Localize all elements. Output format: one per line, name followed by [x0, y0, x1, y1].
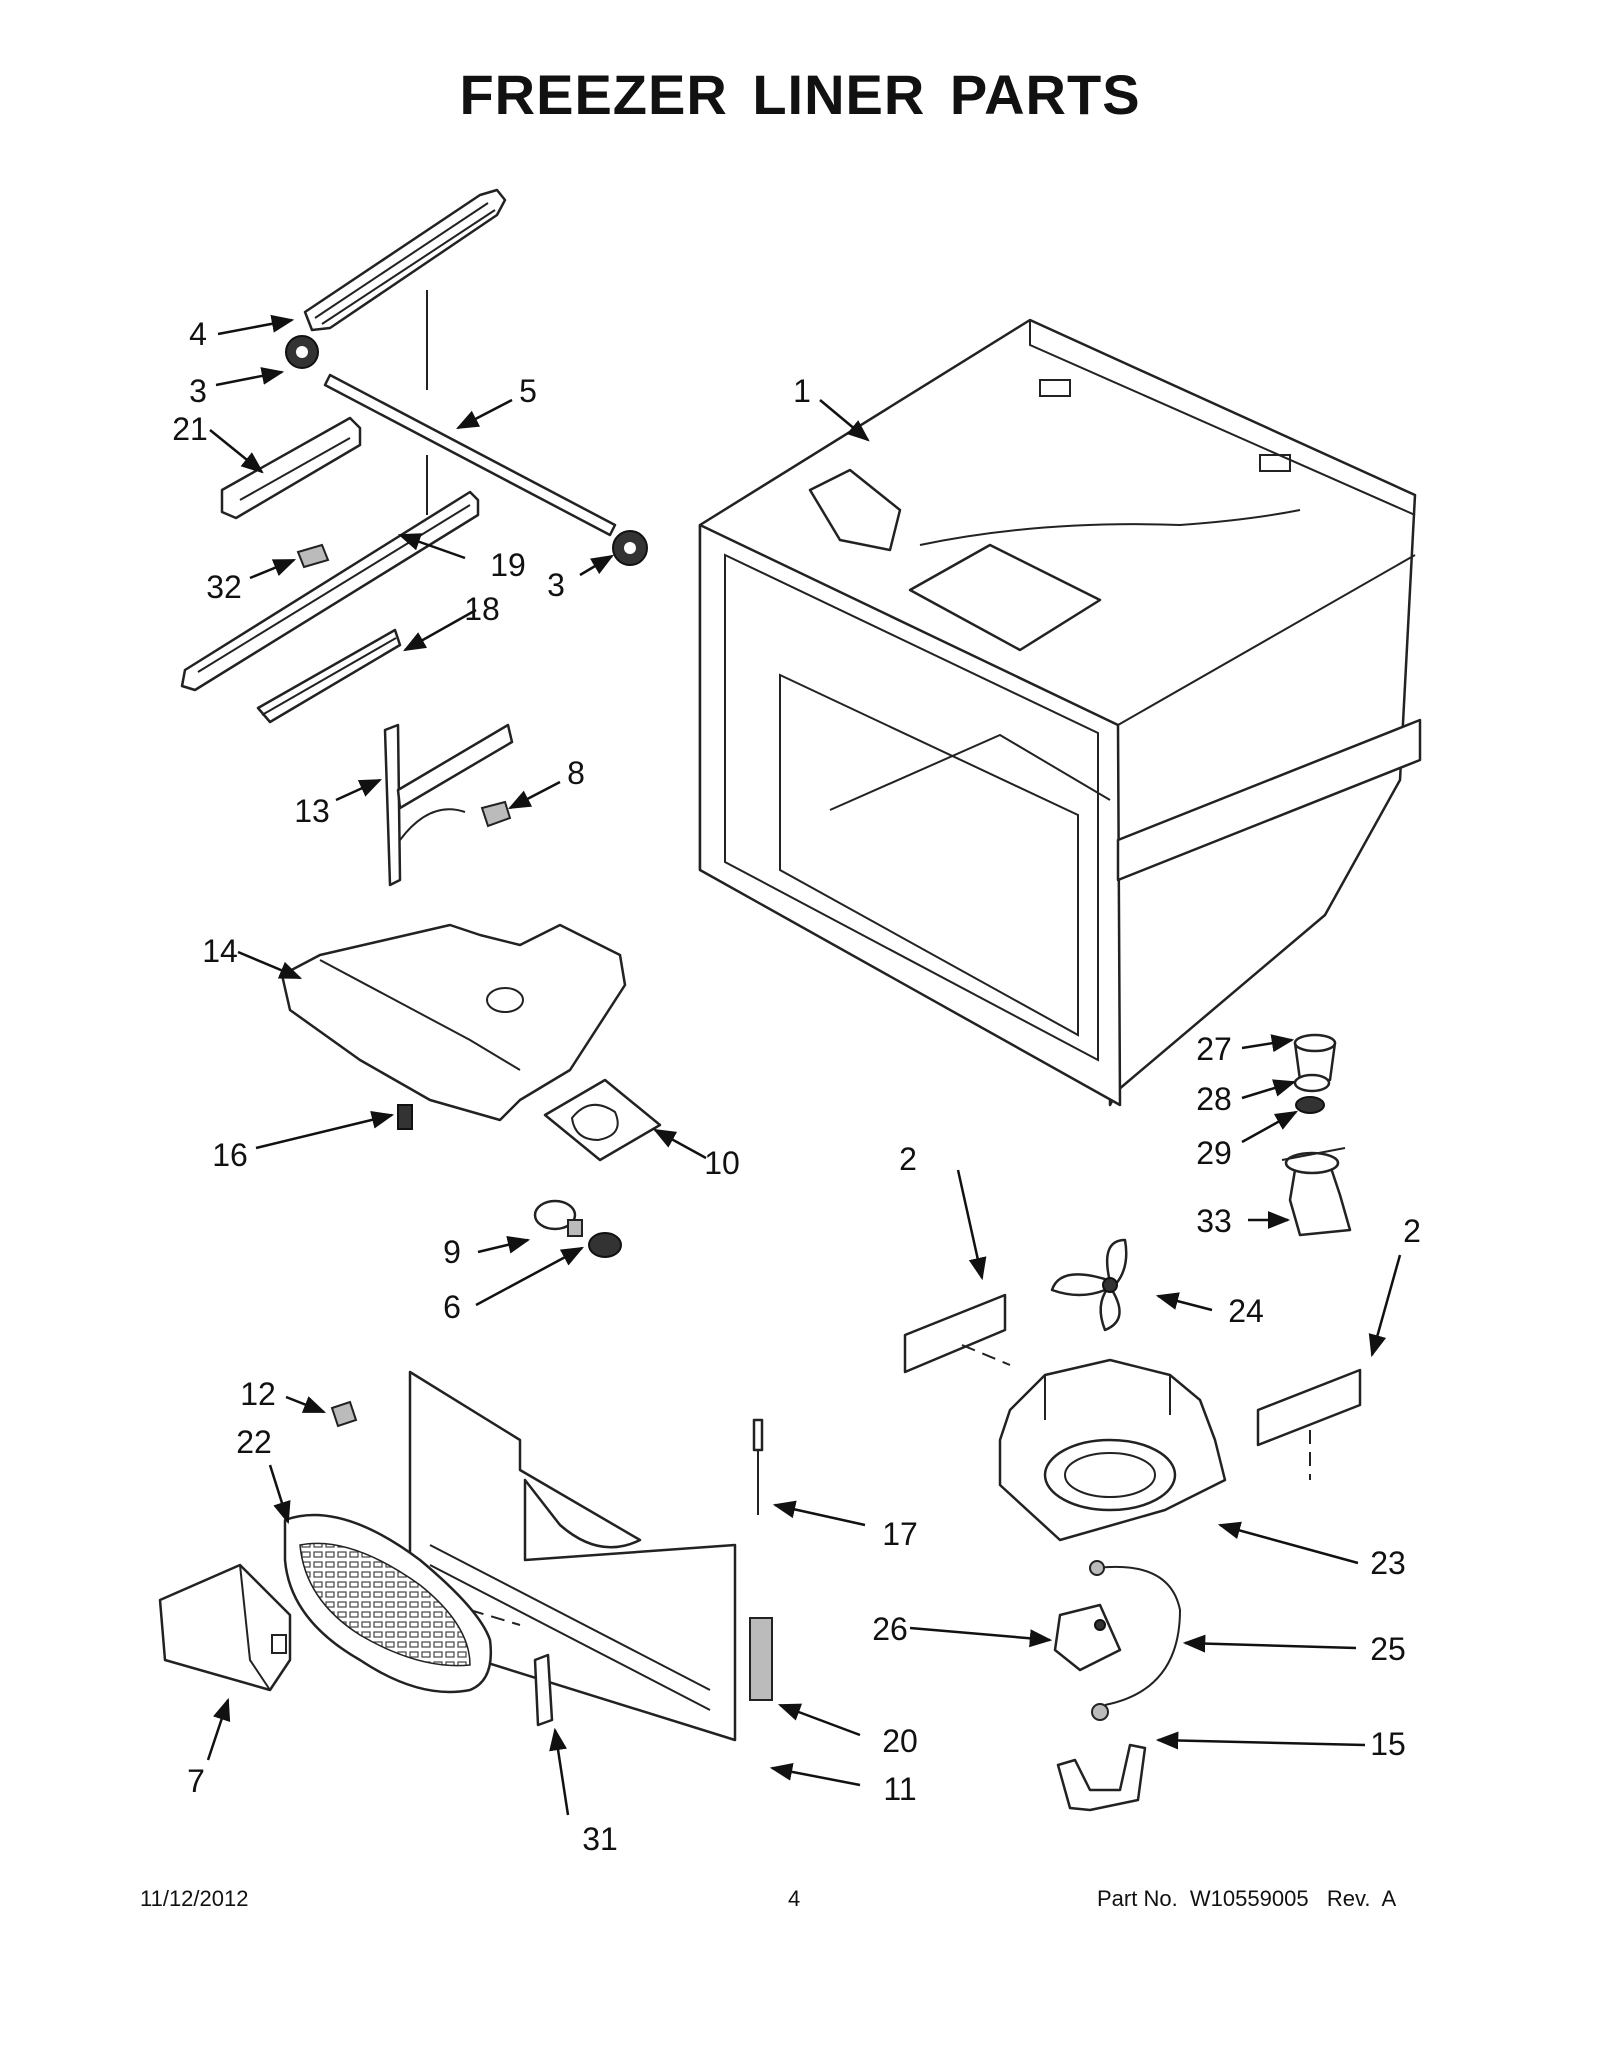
insulation-2-left	[903, 1293, 1007, 1374]
callout-6: 6	[443, 1289, 461, 1325]
axle-rod	[323, 373, 617, 537]
slide-rail-18	[256, 628, 402, 724]
ring-29	[1295, 1096, 1325, 1114]
callout-10: 10	[704, 1145, 740, 1181]
fan-shroud-23	[998, 1358, 1227, 1542]
callout-24: 24	[1228, 1293, 1264, 1329]
callout-4: 4	[189, 316, 207, 352]
callout-12: 12	[240, 1376, 276, 1412]
gasket-10	[543, 1078, 662, 1162]
callout-5: 5	[519, 373, 537, 409]
callout-20: 20	[882, 1723, 918, 1759]
grille-22	[283, 1513, 493, 1694]
screw-8	[480, 800, 512, 828]
slide-rail-top	[303, 188, 507, 332]
callout-26: 26	[872, 1611, 908, 1647]
ring-28	[1293, 1073, 1331, 1093]
fan-blade-24	[1050, 1238, 1128, 1332]
motor-26	[1053, 1603, 1122, 1672]
callout-33: 33	[1196, 1203, 1232, 1239]
page-title: FREEZER LINER PARTS	[459, 63, 1141, 126]
callout-13: 13	[294, 793, 330, 829]
callout-2: 2	[899, 1141, 917, 1177]
footer-page-number: 4	[788, 1886, 801, 1911]
freezer-liner	[698, 318, 1422, 1107]
callout-25: 25	[1370, 1631, 1406, 1667]
clip-31	[533, 1653, 554, 1727]
callout-29: 29	[1196, 1135, 1232, 1171]
sensor-16	[397, 1104, 413, 1130]
callout-15: 15	[1370, 1726, 1406, 1762]
callout-3: 3	[547, 567, 565, 603]
callout-labels: 1 2 2 3 3 4 5 6 7 8 9 10 11 12 13 14 15 …	[172, 316, 1421, 1857]
callout-23: 23	[1370, 1545, 1406, 1581]
callout-31: 31	[582, 1821, 618, 1857]
callout-9: 9	[443, 1234, 461, 1270]
callout-16: 16	[212, 1137, 248, 1173]
callout-18: 18	[464, 591, 500, 627]
callout-22: 22	[236, 1424, 272, 1460]
callout-32: 32	[206, 569, 242, 605]
gear-lower	[612, 530, 648, 566]
socket-6	[588, 1232, 622, 1258]
leader-arrows	[206, 314, 1402, 1816]
damper-27	[1293, 1033, 1337, 1082]
callout-11: 11	[883, 1771, 916, 1807]
screw-12	[330, 1400, 358, 1428]
wire-harness-25	[1089, 1560, 1182, 1721]
callout-2: 2	[1403, 1213, 1421, 1249]
footer-date: 11/12/2012	[140, 1886, 249, 1911]
callout-27: 27	[1196, 1031, 1232, 1067]
gasket-20	[749, 1617, 773, 1701]
rail-bracket-21	[220, 416, 362, 520]
callout-17: 17	[882, 1516, 918, 1552]
callout-19: 19	[490, 547, 526, 583]
bracket-13	[383, 723, 514, 887]
bracket-15	[1056, 1743, 1147, 1812]
cover-14	[280, 923, 627, 1122]
callout-21: 21	[172, 411, 208, 447]
callout-7: 7	[187, 1763, 205, 1799]
insulation-2-right	[1256, 1368, 1362, 1447]
callout-14: 14	[202, 933, 238, 969]
duct-33	[1281, 1147, 1352, 1237]
callout-8: 8	[567, 755, 585, 791]
gear-upper	[285, 335, 319, 369]
light-bulb-9	[533, 1199, 583, 1237]
callout-3: 3	[189, 373, 207, 409]
thermistor-17	[752, 1418, 764, 1515]
footer-part-number: Part No. W10559005 Rev. A	[1097, 1886, 1397, 1911]
callout-1: 1	[793, 373, 811, 409]
callout-28: 28	[1196, 1081, 1232, 1117]
housing-7	[158, 1563, 292, 1692]
dashed-guide	[961, 1344, 1311, 1480]
screw-32	[296, 543, 330, 569]
